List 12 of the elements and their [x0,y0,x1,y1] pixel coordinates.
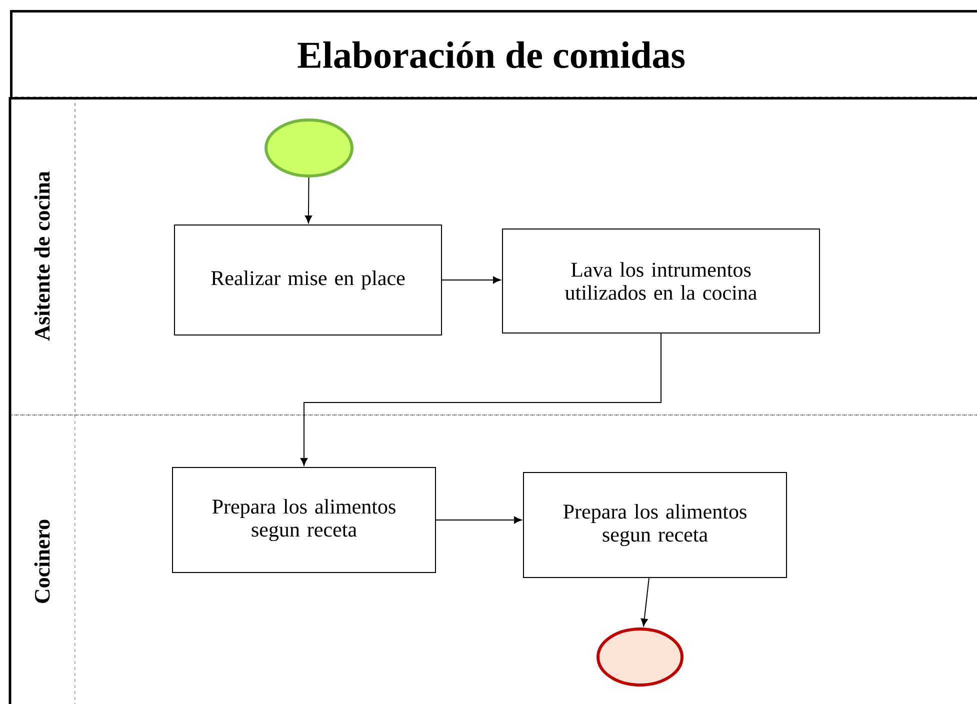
process-box: Prepara los alimentos segun receta [172,467,436,573]
start-event [264,118,354,178]
end-event [596,628,684,686]
title-band: Elaboración de comidas [10,10,977,100]
arrow [300,333,662,466]
arrow [436,516,522,524]
process-box: Lava los intrumentos utilizados en la cocina [502,228,820,334]
arrow [304,177,312,224]
arrow [442,276,501,284]
process-box: Prepara los alimentos segun receta [523,472,787,578]
arrow [640,578,650,626]
process-box: Realizar mise en place [174,224,442,336]
